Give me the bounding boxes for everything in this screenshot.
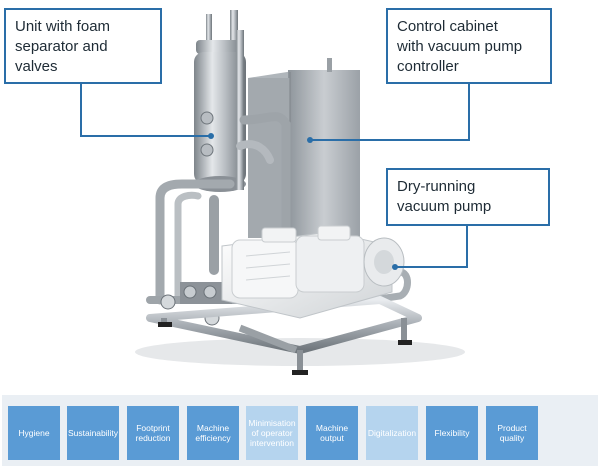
callout-foam-separator-unit: Unit with foam separator and valves <box>4 8 162 84</box>
pump-leader-horizontal <box>395 266 468 268</box>
benefit-product-quality: Product quality <box>486 406 538 460</box>
benefit-footprint-reduction: Footprint reduction <box>127 406 179 460</box>
callout-control-cabinet: Control cabinet with vacuum pump control… <box>386 8 552 84</box>
pump-leader-vertical <box>466 226 468 268</box>
pump-leader-dot <box>392 264 398 270</box>
foam-separator-tank <box>194 10 246 192</box>
benefit-machine-efficiency: Machine efficiency <box>187 406 239 460</box>
benefit-minimisation-of-operator-intervention: Minimisation of operator intervention <box>246 406 298 460</box>
foam-unit-leader-vertical <box>80 84 82 137</box>
dry-running-vacuum-pump <box>221 225 405 319</box>
machine-illustration <box>135 10 465 375</box>
benefit-sustainability: Sustainability <box>67 406 119 460</box>
benefit-hygiene: Hygiene <box>8 406 60 460</box>
benefit-flexibility: Flexibility <box>426 406 478 460</box>
foam-unit-leader-dot <box>208 133 214 139</box>
benefit-digitalization: Digitalization <box>366 406 418 460</box>
benefit-machine-output: Machine output <box>306 406 358 460</box>
cabinet-leader-dot <box>307 137 313 143</box>
cabinet-leader-vertical <box>468 84 470 141</box>
cabinet-leader-horizontal <box>310 139 470 141</box>
vacuum-system-machine-image <box>135 10 465 375</box>
foam-unit-leader-horizontal <box>80 135 210 137</box>
callout-vacuum-pump: Dry-running vacuum pump <box>386 168 550 226</box>
